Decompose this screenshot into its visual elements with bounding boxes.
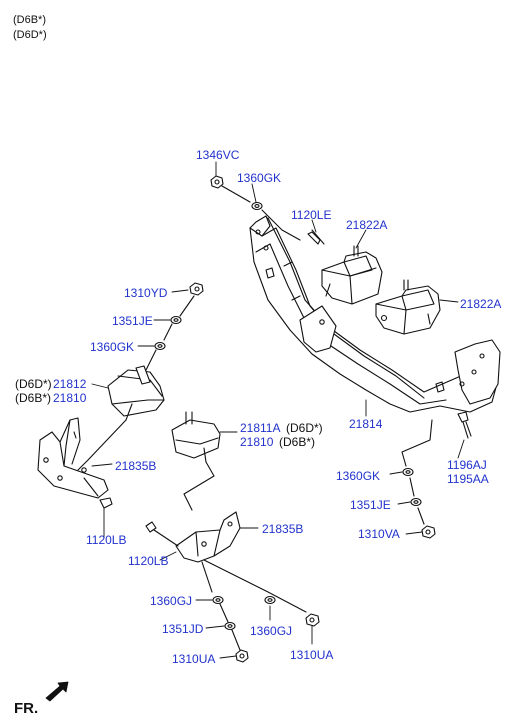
label-1346VC[interactable]: 1346VC xyxy=(196,148,240,162)
label-1351JE-right[interactable]: 1351JE xyxy=(350,498,391,512)
label-1360GK-top[interactable]: 1360GK xyxy=(237,171,282,185)
label-1360GJ-a[interactable]: 1360GJ xyxy=(150,594,193,608)
washer-1360GK-top xyxy=(251,201,263,211)
washer-1360GK-left xyxy=(154,341,166,351)
label-leaders xyxy=(91,161,465,659)
label-1360GK-right[interactable]: 1360GK xyxy=(336,469,381,483)
label-21810-left[interactable]: 21810 xyxy=(53,391,87,405)
washer-1351JD xyxy=(224,621,236,631)
nut-1310UA-b xyxy=(305,613,320,627)
washer-1360GK-right xyxy=(402,467,414,477)
insulator-21812-left xyxy=(107,365,165,421)
label-1360GJ-b[interactable]: 1360GJ xyxy=(250,624,293,638)
label-1351JD[interactable]: 1351JD xyxy=(162,622,204,636)
washer-1360GJ-a xyxy=(212,595,224,605)
label-21822A-right[interactable]: 21822A xyxy=(460,297,502,311)
bolt-1120LB-mid xyxy=(145,521,179,547)
insulator-21822A-upper xyxy=(321,245,383,305)
leader-lower-stack xyxy=(219,603,241,651)
washer-1360GJ-b xyxy=(264,595,276,605)
washer-1351JE-right xyxy=(410,497,422,507)
label-1360GK-left[interactable]: 1360GK xyxy=(90,340,135,354)
leader-top-fasteners xyxy=(221,185,301,241)
label-1310VA[interactable]: 1310VA xyxy=(358,527,400,541)
bolt-1196AJ xyxy=(457,411,472,439)
header-variant-d6b: (D6B*) xyxy=(13,14,47,26)
insulator-21822A-right xyxy=(375,279,441,335)
label-1196AJ[interactable]: 1196AJ xyxy=(447,458,487,472)
crossmember-21814 xyxy=(249,215,501,413)
label-21812[interactable]: 21812 xyxy=(53,377,87,391)
label-1310UA-b[interactable]: 1310UA xyxy=(290,648,334,662)
insulator-21811A-mid xyxy=(171,411,221,463)
header-variant-d6d: (D6D*) xyxy=(13,29,47,41)
leader-mid-fasteners xyxy=(201,559,307,613)
variant-d6b-left: (D6B*) xyxy=(15,391,52,405)
leader-left-stud xyxy=(77,419,127,471)
variant-d6d-mid: (D6D*) xyxy=(286,421,323,435)
nut-1310VA xyxy=(421,525,436,539)
variant-d6b-mid: (D6B*) xyxy=(279,435,316,449)
variant-d6d-left: (D6D*) xyxy=(15,377,52,391)
label-1120LB-mid[interactable]: 1120LB xyxy=(128,554,169,568)
label-1120LE[interactable]: 1120LE xyxy=(291,208,332,222)
label-21814[interactable]: 21814 xyxy=(349,417,383,431)
washer-1351JE-top xyxy=(170,315,182,325)
leader-right-stack xyxy=(401,419,433,525)
bolt-1120LB-left xyxy=(83,477,113,509)
front-direction-arrow-icon xyxy=(45,681,69,702)
label-1195AA[interactable]: 1195AA xyxy=(447,472,489,486)
label-1351JE-top[interactable]: 1351JE xyxy=(112,314,153,328)
leader-left-stack xyxy=(145,295,195,371)
bracket-21835B-left xyxy=(37,417,109,499)
label-21811A[interactable]: 21811A xyxy=(240,421,281,435)
label-1310UA-a[interactable]: 1310UA xyxy=(172,652,216,666)
label-21835B-left[interactable]: 21835B xyxy=(115,459,157,473)
nut-1346VC xyxy=(210,175,224,189)
label-21822A-upper[interactable]: 21822A xyxy=(346,218,388,232)
bracket-21835B-mid xyxy=(175,511,241,563)
leader-mid-stud xyxy=(183,461,215,511)
label-21835B-mid[interactable]: 21835B xyxy=(262,522,304,536)
label-21810-mid[interactable]: 21810 xyxy=(240,435,274,449)
label-1310YD[interactable]: 1310YD xyxy=(124,286,168,300)
bolt-1120LE xyxy=(307,229,325,245)
nut-1310YD xyxy=(189,282,204,296)
label-1120LB-left[interactable]: 1120LB xyxy=(86,533,127,547)
nut-1310UA-a xyxy=(235,649,249,663)
front-direction-label: FR. xyxy=(14,700,39,717)
